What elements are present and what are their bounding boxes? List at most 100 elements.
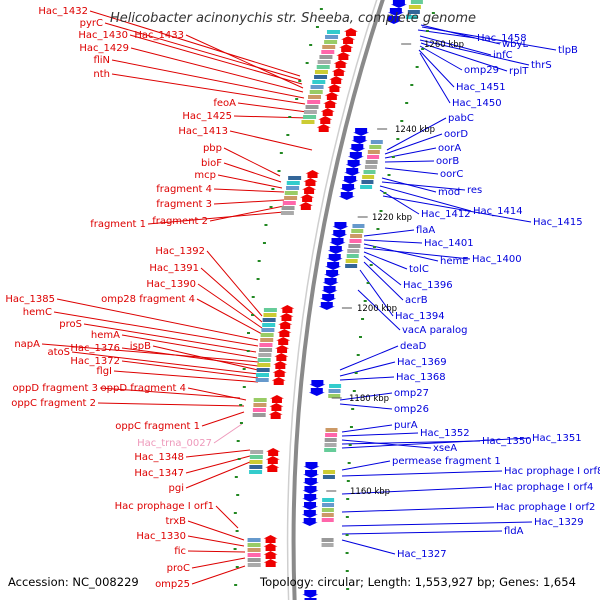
- tick-mark: [361, 318, 365, 320]
- gene-label: napA: [14, 339, 40, 350]
- gene-block: [324, 448, 337, 452]
- leader-line: [379, 189, 420, 215]
- tick-mark: [356, 354, 360, 356]
- tick-mark: [431, 12, 435, 14]
- gene-label: Hac_1401: [424, 238, 474, 249]
- leader-line: [200, 267, 263, 323]
- gene-block: [281, 206, 295, 210]
- gene-arrow: [277, 329, 292, 337]
- tick-mark: [295, 98, 299, 100]
- gene-label: Hac_1329: [534, 517, 584, 528]
- gene-block: [284, 191, 298, 195]
- tick-mark: [251, 314, 255, 316]
- gene-label: omp25: [155, 579, 190, 590]
- gene-arrow: [303, 178, 318, 186]
- tick-mark: [346, 588, 350, 590]
- gene-block: [347, 249, 360, 253]
- kbp-scale-labels: 1260 kbp 1240 kbp 1220 kbp 1200 kbp 1180…: [349, 40, 464, 497]
- tick-mark: [396, 138, 400, 140]
- leader-line: [41, 343, 260, 363]
- gene-arrow: [390, 0, 407, 8]
- tick-mark: [383, 192, 387, 194]
- leader-line: [187, 387, 247, 401]
- tick-mark: [235, 530, 239, 532]
- gene-label: deaD: [400, 341, 427, 352]
- gene-label: Hac_1385: [5, 294, 55, 305]
- leader-line: [201, 411, 245, 427]
- leader-line: [121, 334, 258, 359]
- tick-mark: [345, 570, 349, 572]
- gene-arrow: [263, 559, 278, 567]
- tick-mark: [236, 440, 240, 442]
- gene-block: [346, 254, 359, 258]
- gene-block: [370, 140, 383, 144]
- gene-arrow: [344, 168, 361, 176]
- gene-label: flgI: [96, 366, 112, 377]
- gene-arrow: [347, 152, 364, 160]
- gene-arrow: [341, 36, 356, 44]
- gene-block: [363, 170, 376, 174]
- gene-block: [362, 175, 375, 179]
- gene-label: oppD fragment 3: [13, 383, 99, 394]
- gene-label: Hac_1348: [134, 452, 184, 463]
- leader-line: [418, 49, 455, 88]
- gene-block: [405, 15, 418, 19]
- gene-label: Hac_1376: [70, 343, 120, 354]
- gene-arrow: [303, 470, 320, 478]
- gene-block: [408, 5, 421, 9]
- backbone-arc-outer: [291, 0, 385, 600]
- gene-label: Hac_1413: [178, 126, 228, 137]
- tick-mark: [251, 296, 255, 298]
- gene-arrow: [320, 294, 337, 302]
- tick-mark: [369, 264, 373, 266]
- gene-arrow: [302, 494, 319, 502]
- leader-line: [341, 539, 396, 555]
- gene-label: nth: [93, 69, 110, 80]
- gene-arrow: [263, 543, 278, 551]
- gene-label: oorD: [444, 129, 468, 140]
- leader-line: [209, 205, 285, 222]
- topology-summary: Topology: circular; Length: 1,553,927 bp…: [259, 575, 576, 589]
- tick-mark: [352, 390, 356, 392]
- gene-block: [367, 150, 380, 154]
- gene-block: [322, 475, 335, 479]
- leader-line: [223, 162, 282, 183]
- tick-mark: [271, 188, 275, 190]
- gene-arrow: [327, 246, 344, 254]
- gene-arrow: [268, 411, 283, 419]
- backbone-arc-inner: [286, 0, 378, 600]
- gene-label: Hac_1396: [403, 280, 453, 291]
- gene-label: Hac_1414: [473, 206, 523, 217]
- tick-mark: [345, 534, 349, 536]
- gene-arrow: [321, 286, 338, 294]
- gene-arrow: [303, 462, 320, 470]
- gene-block: [322, 45, 336, 49]
- gene-arrow: [302, 186, 317, 194]
- leader-line: [223, 147, 281, 177]
- gene-block: [328, 389, 341, 393]
- leader-line: [341, 424, 393, 433]
- leader-line: [420, 42, 508, 72]
- gene-label: Hac_1392: [155, 246, 205, 257]
- gene-block: [321, 50, 335, 54]
- leader-line: [213, 199, 285, 205]
- gene-arrow: [271, 377, 286, 385]
- tick-mark: [234, 476, 238, 478]
- gene-block: [250, 450, 264, 454]
- gene-block: [259, 348, 273, 352]
- gene-label: Hac prophage I orf1: [115, 501, 214, 512]
- gene-arrow: [279, 313, 294, 321]
- gene-label: pyrC: [80, 18, 103, 29]
- gene-block: [325, 433, 338, 437]
- gene-label: oorC: [440, 169, 463, 180]
- leader-line: [187, 520, 245, 541]
- leader-line: [56, 298, 259, 341]
- gene-label: Hac_1394: [395, 311, 445, 322]
- gene-block: [247, 543, 261, 547]
- leader-line: [341, 439, 432, 449]
- leader-line: [363, 243, 439, 262]
- leader-line: [113, 370, 259, 383]
- leader-line: [237, 102, 308, 113]
- gene-block: [262, 323, 276, 327]
- gene-arrow: [302, 478, 319, 486]
